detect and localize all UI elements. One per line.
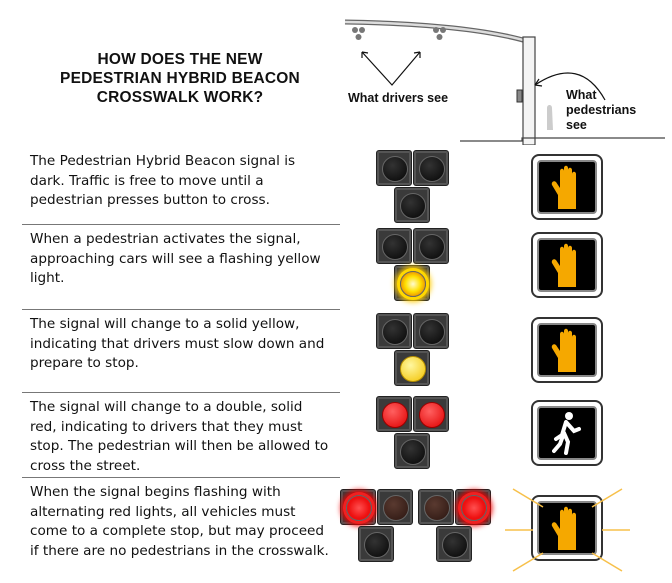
signal-lens-flash-r xyxy=(340,489,376,525)
page-title: HOW DOES THE NEW PEDESTRIAN HYBRID BEACO… xyxy=(40,50,320,107)
hand-icon xyxy=(537,323,597,377)
step-row: The signal will change to a solid yellow… xyxy=(0,309,672,394)
label-line: pedestrians xyxy=(566,103,637,117)
step-description: The Pedestrian Hybrid Beacon signal is d… xyxy=(30,153,296,208)
divider xyxy=(22,309,340,310)
signal-lens-dark xyxy=(413,150,449,186)
flash-rays-icon xyxy=(505,488,630,572)
signal-lens-dark xyxy=(394,433,430,469)
signal-lens-dark xyxy=(436,526,472,562)
hand-icon xyxy=(537,501,597,555)
pedestrian-signal xyxy=(531,232,603,298)
drivers-label: What drivers see xyxy=(348,91,449,105)
signal-lens-dark xyxy=(394,187,430,223)
title-line: CROSSWALK WORK? xyxy=(96,89,264,106)
hand-icon xyxy=(537,238,597,292)
step-description: When the signal begins flashing with alt… xyxy=(30,484,329,559)
step-description: The signal will change to a double, soli… xyxy=(30,399,329,474)
step-row: The signal will change to a double, soli… xyxy=(0,392,672,479)
signal-lens-dark xyxy=(413,313,449,349)
pedestrian-signal xyxy=(531,495,603,561)
signal-lens-flash-y xyxy=(394,265,430,301)
signal-lens-red xyxy=(376,396,412,432)
divider xyxy=(22,224,340,225)
signal-lens-dark xyxy=(376,313,412,349)
walking-person-icon xyxy=(537,406,597,460)
signal-lens-dark xyxy=(376,150,412,186)
signal-lens-brown xyxy=(418,489,454,525)
pedestrian-signal xyxy=(531,317,603,383)
step-row: When a pedestrian activates the signal, … xyxy=(0,224,672,311)
signal-lens-dark xyxy=(376,228,412,264)
hand-icon xyxy=(537,160,597,214)
label-line: What xyxy=(566,88,597,102)
mini-signal-icon xyxy=(352,27,365,40)
mini-signal-icon xyxy=(433,27,446,40)
title-line: PEDESTRIAN HYBRID BEACON xyxy=(60,70,300,87)
signal-lens-dark xyxy=(358,526,394,562)
signal-lens-yellow xyxy=(394,350,430,386)
step-row: When the signal begins flashing with alt… xyxy=(0,477,672,583)
divider xyxy=(22,477,340,478)
pedestrian-signal xyxy=(531,400,603,466)
step-row: The Pedestrian Hybrid Beacon signal is d… xyxy=(0,148,672,226)
beacon-pole-diagram xyxy=(344,19,665,145)
pedestrians-label: What pedestrians see xyxy=(566,88,636,133)
pedestrian-signal xyxy=(531,154,603,220)
step-description: When a pedestrian activates the signal, … xyxy=(30,231,321,286)
label-line: see xyxy=(566,118,587,132)
signal-lens-red xyxy=(413,396,449,432)
signal-lens-flash-r xyxy=(455,489,491,525)
step-description: The signal will change to a solid yellow… xyxy=(30,316,325,371)
title-line: HOW DOES THE NEW xyxy=(97,51,263,68)
signal-lens-dark xyxy=(413,228,449,264)
divider xyxy=(22,392,340,393)
signal-lens-brown xyxy=(377,489,413,525)
